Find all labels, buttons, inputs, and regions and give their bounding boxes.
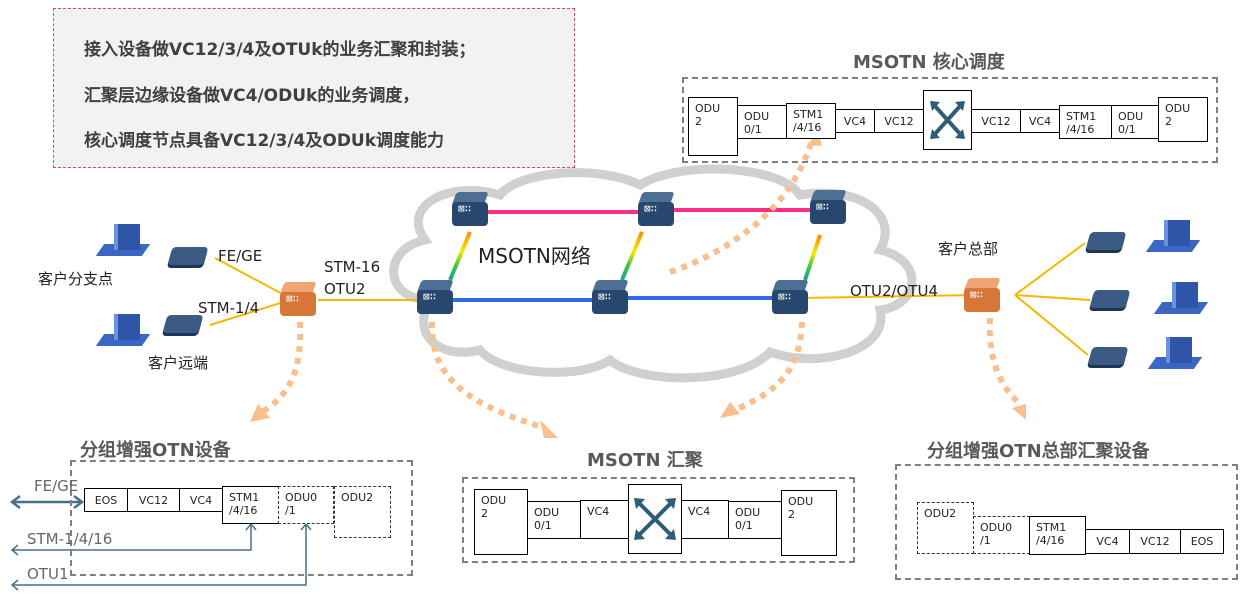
branch-building-icon xyxy=(95,222,151,256)
arrow-to-agg-panel-left xyxy=(428,321,546,431)
label-fe-ge: FE/GE xyxy=(218,247,263,265)
ring-node-bottom-mid[interactable]: ⊠∷ xyxy=(590,280,630,316)
agg-cell-odu2-right: ODU 2 xyxy=(781,490,837,556)
remote-access-device[interactable] xyxy=(162,315,204,333)
note-line-2: 汇聚层边缘设备做VC4/ODUk的业务调度， xyxy=(84,86,420,106)
core-cell-odu2-left: ODU 2 xyxy=(688,97,738,156)
hq-cell-odu2: ODU2 xyxy=(917,502,974,554)
core-cell-odu01-right: ODU 0/1 xyxy=(1111,105,1159,139)
hq-access-device-1[interactable] xyxy=(1085,232,1127,250)
access-panel-title: 分组增强OTN设备 xyxy=(80,440,231,461)
label-remote: 客户远端 xyxy=(148,354,209,372)
core-cell-odu2-right: ODU 2 xyxy=(1158,97,1208,142)
agg-panel-frame xyxy=(462,477,855,563)
link-ring-to-hq xyxy=(799,294,976,299)
cross-connect-icon xyxy=(634,498,676,540)
branch-access-device[interactable] xyxy=(167,247,209,265)
agg-cell-odu2-left: ODU 2 xyxy=(474,489,528,555)
arrow-to-hq-panel xyxy=(986,317,1021,405)
core-cell-stm-right: STM1 /4/16 xyxy=(1059,105,1112,139)
arrow-to-agg-panel-right xyxy=(733,321,805,413)
access-cell-vc12: VC12 xyxy=(127,488,180,512)
label-branch: 客户分支点 xyxy=(38,270,114,288)
ring-node-bottom-left[interactable]: ⊠∷ xyxy=(415,280,455,316)
arrow-to-core-panel xyxy=(669,139,815,275)
arrow-head-hq xyxy=(1012,404,1026,420)
agg-cell-vc4-right: VC4 xyxy=(681,500,729,539)
edge-node-access[interactable]: ⊠∷ xyxy=(278,282,318,318)
hq-building-icon-2 xyxy=(1153,280,1209,314)
cross-connect-icon xyxy=(930,101,965,139)
hq-cell-stm: STM1 /4/16 xyxy=(1029,516,1086,555)
label-stm-1-4: STM-1/4 xyxy=(198,299,260,317)
access-cell-odu01: ODU0 /1 xyxy=(278,486,334,524)
link-hq-3 xyxy=(1014,294,1089,356)
link-hq-2 xyxy=(1014,294,1091,301)
core-cross-connect xyxy=(923,90,972,150)
access-panel-frame xyxy=(70,460,413,576)
agg-panel-title: MSOTN 汇聚 xyxy=(587,450,703,471)
agg-cell-vc4-left: VC4 xyxy=(580,500,629,539)
hq-panel-frame xyxy=(895,464,1238,580)
cloud-outline xyxy=(389,164,917,383)
port-label-otu1: OTU1 xyxy=(27,565,69,583)
access-cell-eos: EOS xyxy=(84,488,128,512)
hq-cell-vc4: VC4 xyxy=(1085,529,1130,554)
link-branch xyxy=(214,257,291,299)
ring-node-top-mid[interactable]: ⊠∷ xyxy=(636,192,676,228)
hq-access-device-3[interactable] xyxy=(1087,347,1129,365)
core-cell-vc12-right: VC12 xyxy=(971,109,1021,133)
link-hq-1 xyxy=(1014,242,1086,296)
remote-building-icon xyxy=(95,312,151,346)
label-hq: 客户总部 xyxy=(938,240,999,258)
hq-building-icon-3 xyxy=(1147,335,1203,369)
arrow-head-agg-right xyxy=(720,402,740,418)
edge-node-hq[interactable]: ⊠∷ xyxy=(962,278,1002,314)
access-cell-stm: STM1 /4/16 xyxy=(222,486,279,524)
label-stm-16: STM-16 xyxy=(324,258,381,276)
ring-node-top-right[interactable]: ⊠∷ xyxy=(808,190,848,226)
arrow-head-agg-left xyxy=(540,420,558,438)
port-label-fe-ge: FE/GE xyxy=(34,477,79,495)
core-panel-title: MSOTN 核心调度 xyxy=(853,52,1005,73)
hq-access-device-2[interactable] xyxy=(1089,290,1131,308)
port-label-stm: STM-1/4/16 xyxy=(27,530,113,548)
arrow-head-access xyxy=(250,404,270,422)
agg-cell-odu01-right: ODU 0/1 xyxy=(728,501,782,539)
note-line-3: 核心调度节点具备VC12/3/4及ODUk调度能力 xyxy=(84,131,445,151)
hq-building-icon-1 xyxy=(1145,218,1201,252)
link-remote xyxy=(209,299,291,326)
ring-link-vertical-mid xyxy=(620,231,644,281)
agg-cross-connect xyxy=(628,484,682,554)
core-cell-stm-left: STM1 /4/16 xyxy=(786,103,836,139)
arrow-to-access-panel xyxy=(260,321,304,415)
label-otu2-otu4: OTU2/OTU4 xyxy=(850,282,939,300)
agg-cell-odu01-left: ODU 0/1 xyxy=(527,501,581,539)
core-panel-frame xyxy=(682,77,1218,163)
hq-cell-eos: EOS xyxy=(1180,529,1224,554)
ring-node-top-left[interactable]: ⊠∷ xyxy=(450,192,490,228)
hq-cell-vc12: VC12 xyxy=(1129,529,1181,554)
access-cell-vc4: VC4 xyxy=(179,488,223,512)
core-cell-vc12-left: VC12 xyxy=(874,109,924,133)
note-line-1: 接入设备做VC12/3/4及OTUk的业务汇聚和封装； xyxy=(84,40,476,60)
access-cell-odu2: ODU2 xyxy=(334,486,391,538)
ring-link-vertical-left xyxy=(448,231,472,281)
hq-cell-odu01: ODU0 /1 xyxy=(973,516,1030,554)
summary-note: 接入设备做VC12/3/4及OTUk的业务汇聚和封装； 汇聚层边缘设备做VC4/… xyxy=(53,8,575,168)
cloud-label: MSOTN网络 xyxy=(478,244,591,268)
core-cell-odu01-left: ODU 0/1 xyxy=(737,105,787,139)
hq-panel-title: 分组增强OTN总部汇聚设备 xyxy=(927,441,1150,462)
ring-link-vertical-right xyxy=(803,234,822,281)
label-otu2: OTU2 xyxy=(324,280,366,298)
core-cell-vc4-left: VC4 xyxy=(835,109,875,133)
core-cell-vc4-right: VC4 xyxy=(1020,109,1060,133)
otu1-connector xyxy=(12,524,307,586)
ring-node-bottom-right[interactable]: ⊠∷ xyxy=(770,280,810,316)
stm-connector xyxy=(12,525,252,551)
